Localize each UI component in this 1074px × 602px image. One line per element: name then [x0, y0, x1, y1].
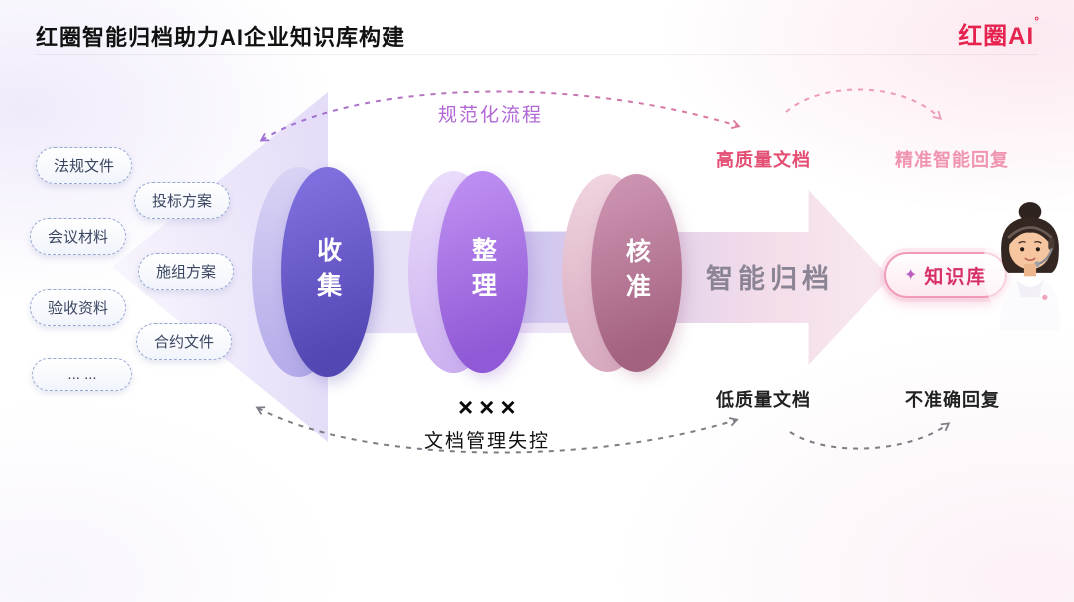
stage-label-approve: 核准: [622, 238, 651, 308]
good-reply-label: 精准智能回复: [895, 150, 1009, 170]
page-title: 红圈智能归档助力AI企业知识库构建: [36, 25, 406, 50]
good-doc-label: 高质量文档: [716, 150, 811, 170]
doc-pill-bidding: 投标方案: [134, 182, 231, 219]
cylinder-front-face: [436, 171, 528, 373]
brand-logo-mark: °: [1034, 14, 1040, 28]
bad-process-label: 文档管理失控: [424, 431, 551, 452]
failure-marks: ×××: [458, 392, 522, 422]
stage-label-organize: 整理: [468, 237, 497, 307]
stage-label-collect: 收集: [313, 237, 342, 307]
sparkle-icon: ✦: [904, 267, 918, 284]
doc-pill-construction: 施组方案: [138, 253, 235, 290]
brand-logo-text: 红圈AI: [958, 23, 1035, 50]
good-reply-arc: [785, 88, 943, 120]
stage-cylinder-approve: 核准: [562, 174, 682, 372]
doc-pill-contract: 合约文件: [136, 323, 233, 360]
doc-pill-meeting: 会议材料: [30, 218, 127, 255]
doc-pill-acceptance: 验收资料: [30, 289, 127, 326]
good-process-label: 规范化流程: [438, 105, 544, 126]
assistant-avatar: [982, 202, 1074, 331]
bad-reply-label: 不准确回复: [905, 390, 1000, 410]
doc-pill-regulation: 法规文件: [36, 147, 133, 184]
doc-pill-more: ... ...: [32, 358, 132, 391]
stage-cylinder-collect: 收集: [252, 167, 374, 377]
brand-logo: 红圈AI°: [958, 14, 1040, 51]
title-divider: [36, 54, 1038, 55]
bad-doc-label: 低质量文档: [716, 390, 811, 410]
cylinder-front-face: [281, 167, 374, 377]
stage-cylinder-organize: 整理: [408, 171, 528, 373]
cylinder-front-face: [590, 174, 682, 372]
bad-reply-arc: [789, 422, 951, 450]
archive-flow-label: 智能归档: [706, 264, 834, 294]
knowledge-base-label: 知识库: [924, 266, 988, 288]
